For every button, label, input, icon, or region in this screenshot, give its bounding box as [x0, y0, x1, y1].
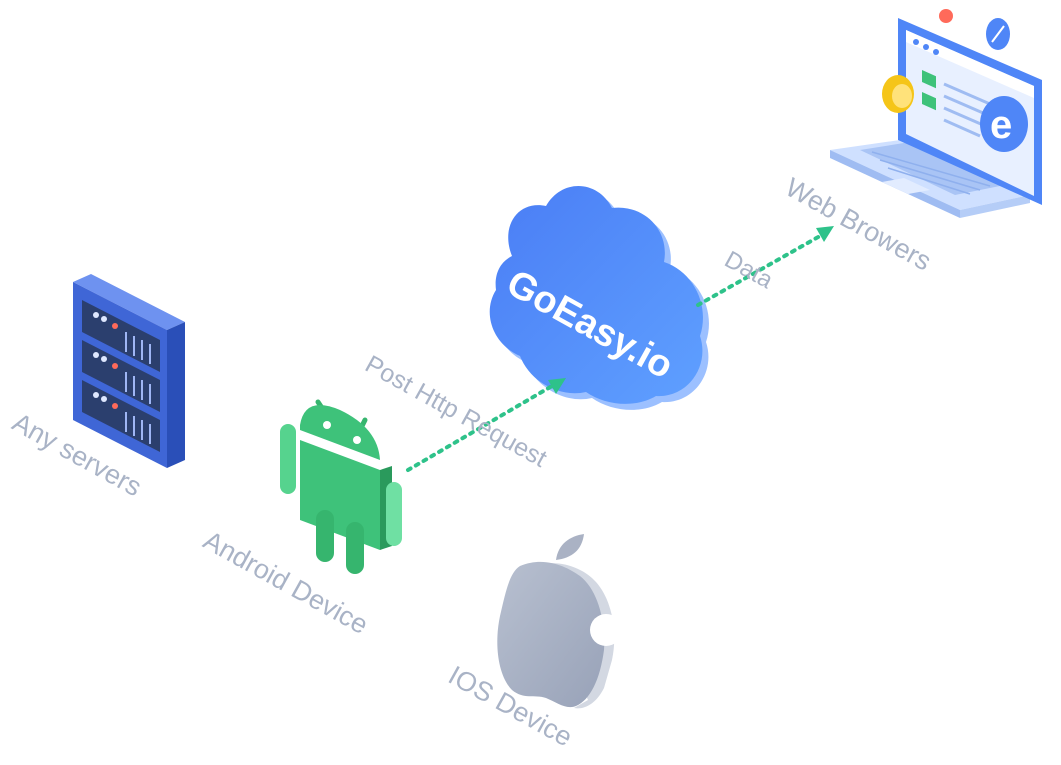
android-robot-icon [280, 399, 402, 574]
apple-logo-icon [497, 534, 622, 709]
server-rack-icon [73, 274, 185, 468]
arrow-post-request [406, 378, 566, 472]
svg-text:e: e [990, 103, 1012, 147]
laptop-browser-icon: e [830, 9, 1042, 218]
arrow-data [696, 226, 834, 307]
cloud-icon [489, 185, 709, 410]
